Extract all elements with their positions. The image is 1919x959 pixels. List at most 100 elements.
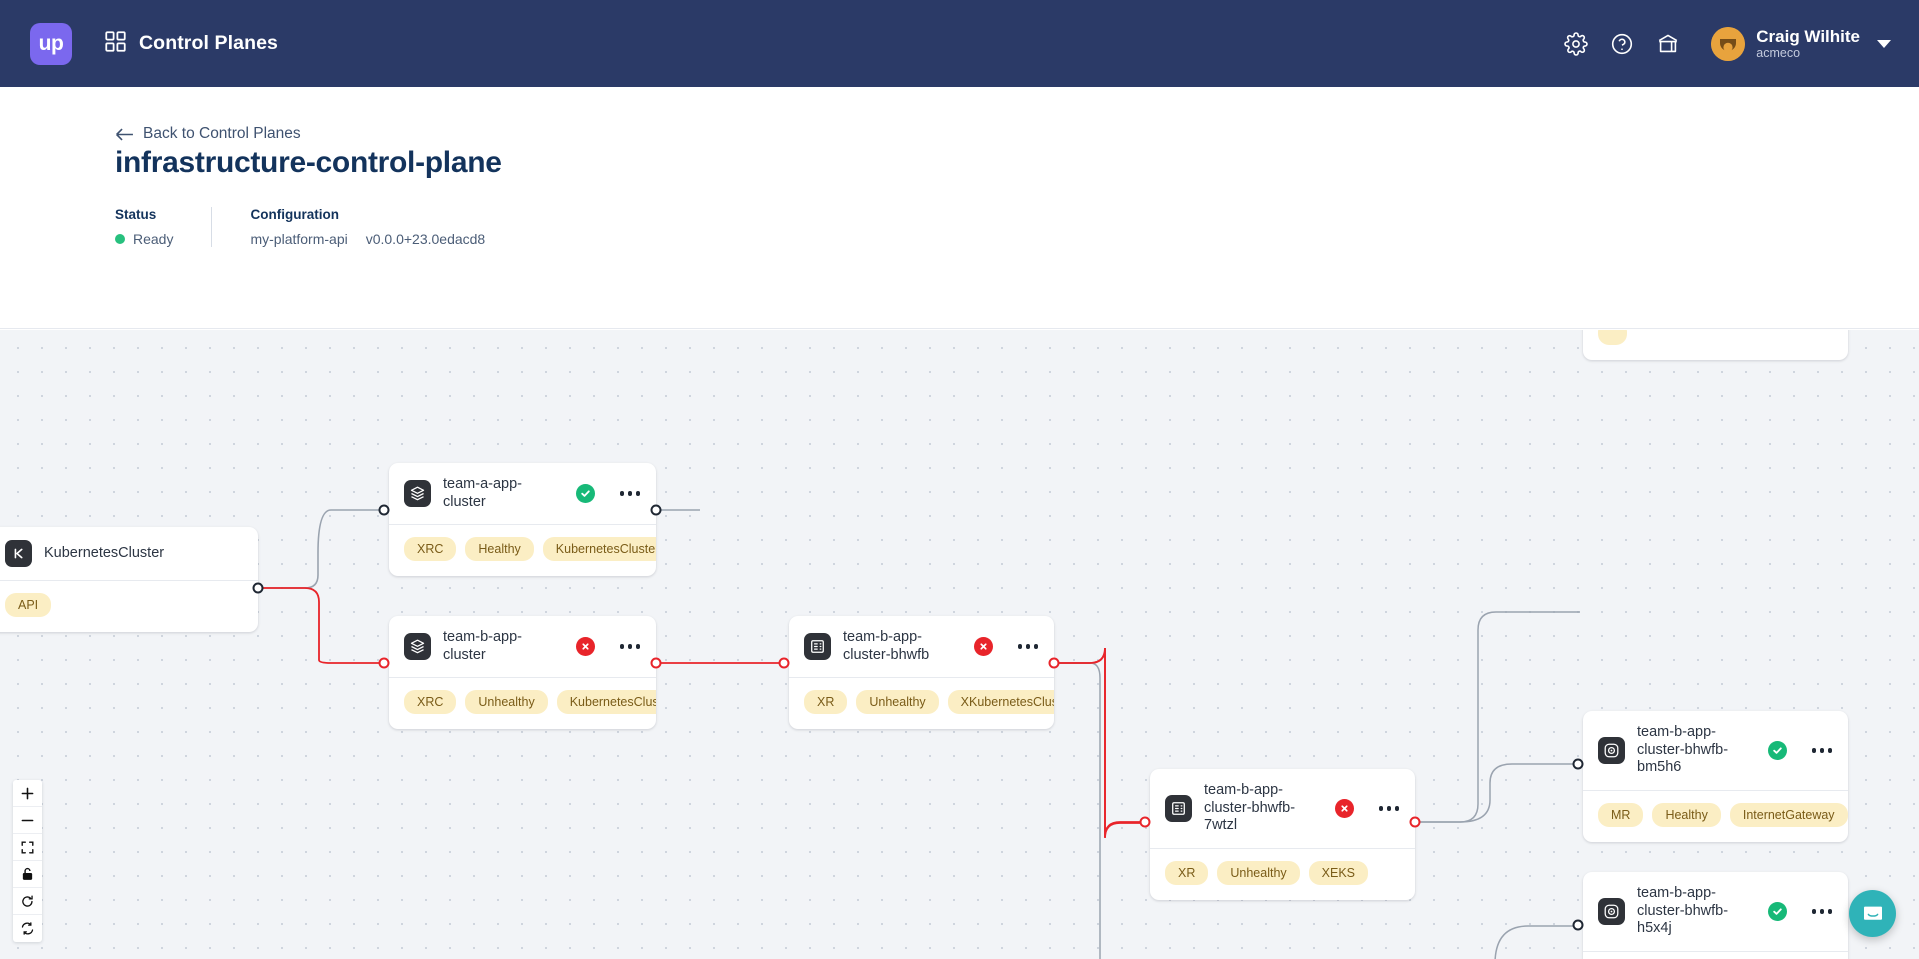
tab-bar-underline [0,328,1919,329]
layers-icon [404,480,431,508]
graph-node-team-b-app-cluster-bhwfb-bm5h6[interactable]: team-b-app-cluster-bhwfb-bm5h6 MR Health… [1572,711,1848,843]
node-chip: XRC [404,690,457,715]
node-title: KubernetesCluster [44,544,165,561]
arrow-left-icon [116,127,133,141]
graph-node-kubernetescluster[interactable]: KubernetesCluster API [0,527,264,632]
node-divider [389,524,656,526]
graph-node-partial-top[interactable] [1583,330,1848,360]
sync-button[interactable] [13,915,42,942]
fit-view-button[interactable] [13,834,42,861]
node-divider [1150,848,1415,850]
target-icon [1598,737,1625,765]
node-handle-right[interactable] [1048,657,1060,669]
node-chip: Unhealthy [856,690,939,715]
meta-row: Status Ready Configuration my-platform-a… [115,207,485,247]
node-handle-left[interactable] [378,657,390,669]
status-healthy-icon [575,484,595,504]
user-info[interactable]: Craig Wilhite acmeco [1756,27,1860,61]
status-value: Ready [133,231,174,247]
node-chip: Healthy [465,537,534,562]
node-handle-left[interactable] [1572,919,1584,931]
node-title: team-b-app-cluster-bhwfb [843,629,930,663]
resource-graph-canvas[interactable]: KubernetesCluster API team-a-app-cluster [0,330,1919,959]
node-menu-button[interactable] [619,491,640,496]
node-divider [389,677,656,679]
upbound-logo[interactable]: up [30,22,72,65]
user-org: acmeco [1756,46,1801,61]
lock-button[interactable] [13,861,42,888]
graph-node-team-b-app-cluster-bhwfb-7wtzl[interactable]: team-b-app-cluster-bhwfb-7wtzl XR Unheal… [1139,769,1421,901]
node-handle-right[interactable] [252,582,264,594]
node-title: team-b-app-cluster [443,629,522,663]
configuration-name: my-platform-api [250,231,348,247]
graph-node-team-b-app-cluster-bhwfb-h5x4j[interactable]: team-b-app-cluster-bhwfb-h5x4j MR Health… [1572,872,1848,959]
reset-button[interactable] [13,888,42,915]
zoom-out-button[interactable] [13,807,42,834]
node-menu-button[interactable] [1811,748,1832,753]
node-title: team-b-app-cluster-bhwfb-bm5h6 [1637,724,1729,776]
node-handle-left[interactable] [1572,758,1584,770]
node-chip: Unhealthy [1217,861,1300,886]
status-badge: Ready [115,231,173,247]
node-chip-partial [1598,330,1628,345]
configuration-label: Configuration [250,207,339,222]
nav-right-group: Craig Wilhite acmeco [1553,21,1891,67]
chevron-down-icon[interactable] [1877,39,1891,48]
meta-divider [211,207,213,247]
page-title: infrastructure-control-plane [115,146,502,179]
node-chip: InternetGateway [1729,803,1848,828]
status-healthy-icon [1767,902,1787,922]
status-unhealthy-icon [1334,799,1354,819]
node-chip: XKubernetesCluster [947,690,1054,715]
grid-icon [105,30,126,57]
node-chip: KubernetesCluster [556,690,656,715]
node-chip: API [5,593,52,617]
node-handle-left[interactable] [1139,816,1151,828]
node-chip: XRC [404,537,457,562]
node-handle-right[interactable] [650,504,662,516]
node-title: team-b-app-cluster-bhwfb-7wtzl [1204,782,1296,834]
back-link-label: Back to Control Planes [143,125,301,142]
node-handle-right[interactable] [650,657,662,669]
node-menu-button[interactable] [1017,644,1038,649]
node-chip: Unhealthy [465,690,548,715]
node-chip: MR [1598,803,1644,828]
graph-node-team-a-app-cluster[interactable]: team-a-app-cluster XRC Healthy Kubernete… [378,463,662,577]
status-unhealthy-icon [575,637,595,657]
canvas-controls [13,780,42,942]
node-menu-button[interactable] [1811,909,1832,914]
node-chip: XR [804,690,848,715]
gear-icon[interactable] [1553,21,1599,67]
node-menu-button[interactable] [619,644,640,649]
configuration-version: v0.0.0+23.0edacd8 [365,231,486,247]
node-chip: Healthy [1652,803,1721,828]
node-handle-left[interactable] [778,657,790,669]
status-healthy-icon [1767,741,1787,761]
status-label: Status [115,207,157,222]
help-circle-icon[interactable] [1599,21,1645,67]
node-chip: XEKS [1308,861,1369,886]
graph-node-team-b-app-cluster[interactable]: team-b-app-cluster XRC Unhealthy Kuberne… [378,616,662,730]
node-divider [789,677,1054,679]
node-handle-right[interactable] [1409,816,1421,828]
status-unhealthy-icon [973,637,993,657]
node-handle-left[interactable] [378,504,390,516]
zoom-in-button[interactable] [13,780,42,807]
chat-widget-button[interactable] [1849,890,1896,937]
node-chip: XR [1165,861,1209,886]
layers-icon [404,633,431,661]
node-title: team-b-app-cluster-bhwfb-h5x4j [1637,885,1729,937]
node-menu-button[interactable] [1378,806,1399,811]
marketplace-icon[interactable] [1645,21,1691,67]
graph-node-team-b-app-cluster-bhwfb[interactable]: team-b-app-cluster-bhwfb XR Unhealthy XK… [778,616,1060,730]
top-navigation-bar: up Control Planes [0,0,1919,87]
graph-edges-error [1053,647,1148,838]
configuration-group: Configuration my-platform-api v0.0.0+23.… [250,207,485,247]
k-logo-icon [5,540,32,567]
node-title: team-a-app-cluster [443,476,522,510]
back-to-control-planes-link[interactable]: Back to Control Planes [115,125,301,143]
avatar[interactable] [1711,26,1746,61]
nav-title-group[interactable]: Control Planes [105,30,278,57]
node-divider [1583,790,1848,792]
grid-list-icon [804,633,831,661]
